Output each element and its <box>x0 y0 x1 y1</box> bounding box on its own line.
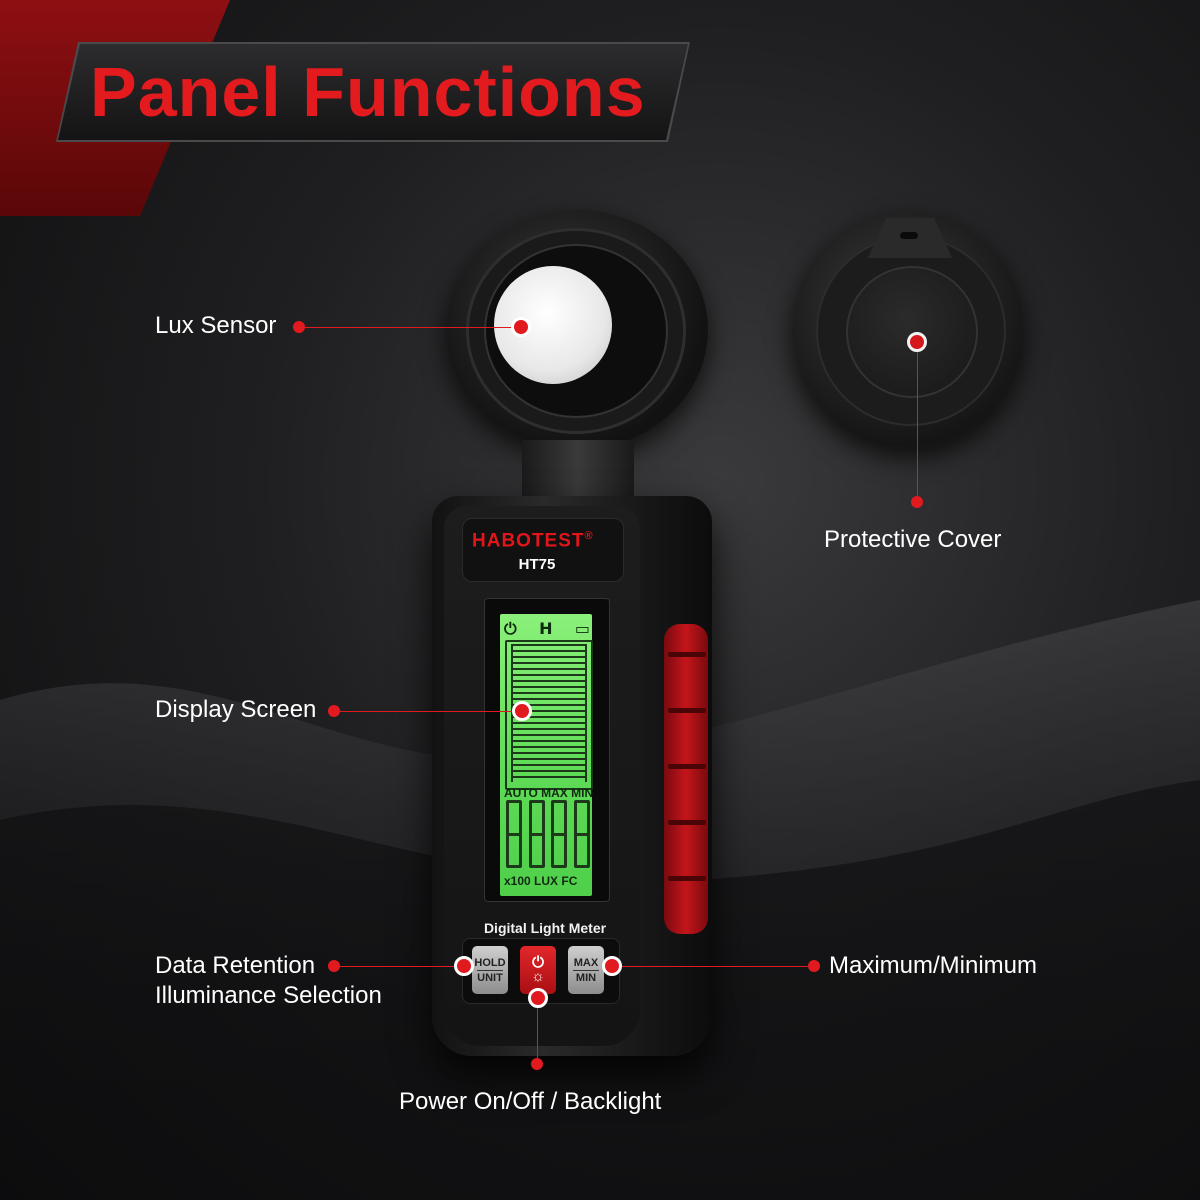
hold-label: HOLD <box>474 956 506 969</box>
lcd-digit <box>573 800 590 868</box>
power-icon: ⏻ <box>532 954 544 971</box>
callout-marker <box>511 317 531 337</box>
callout-line <box>334 711 512 712</box>
button-divider <box>477 969 503 971</box>
callout-marker <box>907 332 927 352</box>
callout-marker <box>454 956 474 976</box>
max-min-button[interactable]: MAX MIN <box>568 946 604 994</box>
backlight-icon: ☼ <box>531 968 545 985</box>
lcd-digit <box>528 800 545 868</box>
callout-protective-cover: Protective Cover <box>824 526 1002 553</box>
callout-display-screen: Display Screen <box>155 696 317 723</box>
grip-ridge <box>668 764 706 769</box>
lcd-digit <box>551 800 568 868</box>
grip-ridge <box>668 652 706 657</box>
callout-dot <box>808 960 820 972</box>
lcd-mode-indicators: AUTO MAX MIN <box>504 786 594 800</box>
hold-icon: H <box>539 619 553 638</box>
hold-unit-button[interactable]: HOLD UNIT <box>472 946 508 994</box>
callout-marker <box>528 988 548 1008</box>
callout-lux-sensor: Lux Sensor <box>155 312 277 339</box>
callout-line <box>622 966 812 967</box>
lcd-bargraph-frame <box>505 640 593 790</box>
grip-ridge <box>668 708 706 713</box>
callout-data-retention: Data Retention <box>155 952 316 979</box>
side-grip <box>664 624 708 934</box>
page-title: Panel Functions <box>90 53 646 131</box>
brand-logo: HABOTEST® <box>472 530 594 552</box>
callout-dot <box>911 496 923 508</box>
device-name-plate: Digital Light Meter <box>483 920 607 936</box>
min-label: MIN <box>575 971 597 984</box>
lcd-digits <box>506 800 590 868</box>
lcd-status-icons: ⏻ H ▭ <box>504 619 590 639</box>
power-icon: ⏻ <box>504 619 517 638</box>
callout-marker <box>512 701 532 721</box>
power-button[interactable]: ⏻ ☼ <box>520 946 556 994</box>
protective-cover-tab-hole <box>900 232 918 239</box>
battery-icon: ▭ <box>574 619 590 638</box>
sensor-neck <box>522 440 634 496</box>
callout-power: Power On/Off / Backlight <box>399 1088 662 1115</box>
lcd-digit <box>506 800 522 868</box>
button-divider <box>573 969 599 971</box>
callout-marker <box>602 956 622 976</box>
callout-dot <box>531 1058 543 1070</box>
callout-line <box>299 327 511 328</box>
model-label: HT75 <box>518 556 556 573</box>
callout-line <box>917 352 918 500</box>
grip-ridge <box>668 876 706 881</box>
lcd-unit-indicators: x100 LUX FC <box>504 874 578 888</box>
callout-line <box>334 966 454 967</box>
grip-ridge <box>668 820 706 825</box>
unit-label: UNIT <box>477 971 503 984</box>
logo-plate <box>462 518 624 582</box>
callout-line <box>537 1008 538 1062</box>
callout-max-min: Maximum/Minimum <box>829 952 1038 979</box>
callout-illuminance-selection: Illuminance Selection <box>155 982 382 1009</box>
max-label: MAX <box>573 956 599 969</box>
title-banner <box>58 44 688 140</box>
